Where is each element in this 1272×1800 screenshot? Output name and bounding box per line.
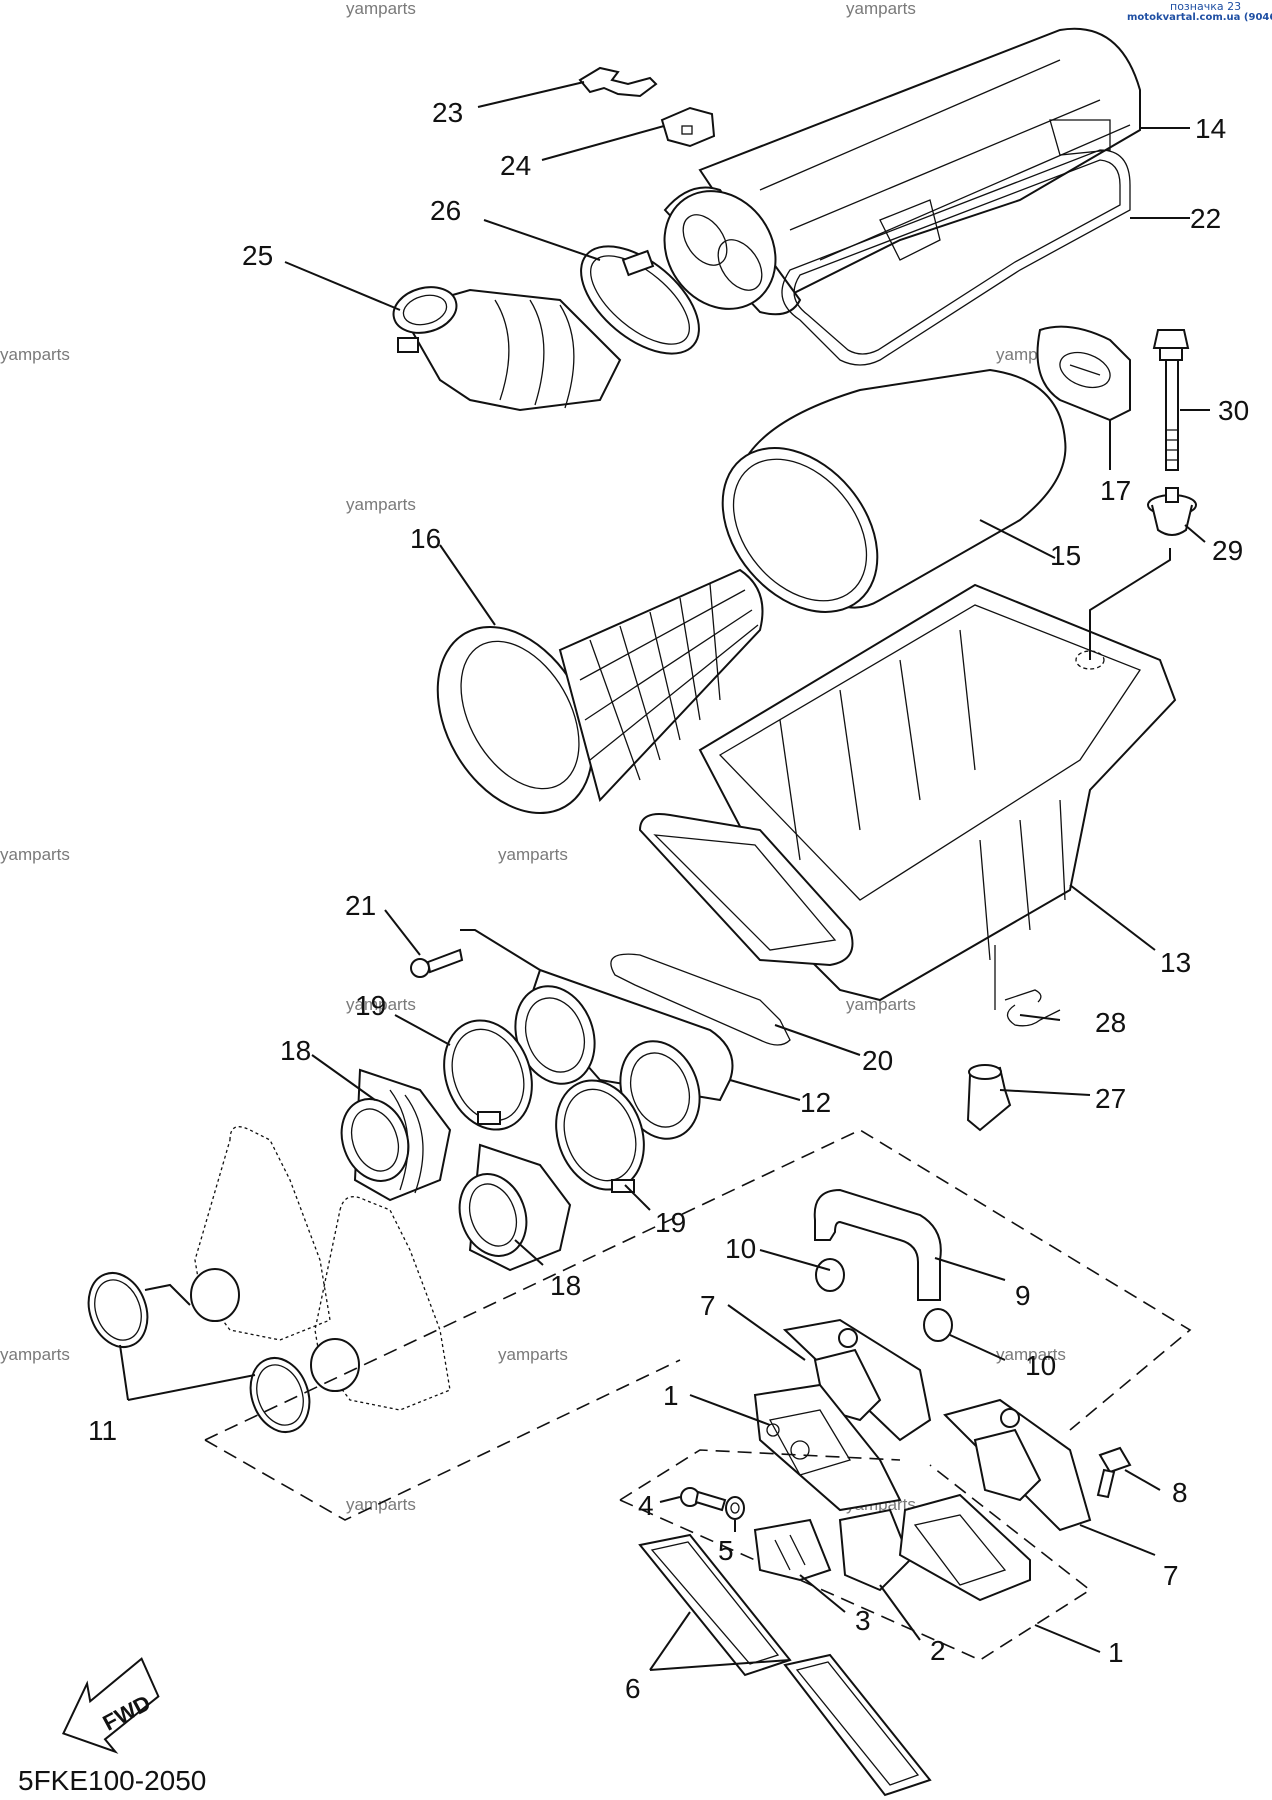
part-14-cover [663, 27, 1141, 316]
callout-10: 10 [725, 1233, 756, 1264]
part-8-screw [1096, 1446, 1132, 1499]
callout-5: 5 [718, 1535, 734, 1566]
part-7-housing-left [782, 1318, 932, 1442]
leader-11-to-carb [144, 1283, 191, 1306]
part-19-clamp-upper [443, 1019, 533, 1131]
part-1-reed-lower [898, 1493, 1031, 1602]
part-5-washer [725, 1496, 745, 1520]
part-11-clamps [87, 1272, 311, 1433]
reed-assembly-boundary [619, 1449, 1092, 1661]
callout-3: 3 [855, 1605, 871, 1636]
callout-22: 22 [1190, 203, 1221, 234]
part-6-gaskets [638, 1533, 932, 1797]
part-24-plate [660, 106, 716, 148]
part-30-bolt [1152, 329, 1190, 471]
watermark: yamparts [0, 345, 70, 364]
watermark: yamparts [346, 495, 416, 514]
watermark: yamparts [346, 995, 416, 1014]
callout-20: 20 [862, 1045, 893, 1076]
callout-15: 15 [1050, 540, 1081, 571]
callout-7: 7 [700, 1290, 716, 1321]
callout-13: 13 [1160, 947, 1191, 978]
leader-lines [119, 81, 1210, 1671]
part-1-reed-upper [753, 1383, 902, 1512]
diagram-code: 5FKE100-2050 [18, 1765, 206, 1796]
callout-4: 4 [638, 1490, 654, 1521]
callout-18-lower: 18 [550, 1270, 581, 1301]
part-9-hose [813, 1188, 942, 1301]
part-13-case [638, 583, 1177, 1002]
part-29-grommet [1147, 487, 1197, 536]
callout-29: 29 [1212, 535, 1243, 566]
callout-1-lower: 1 [1108, 1637, 1124, 1668]
part-22-gasket [781, 149, 1131, 366]
callouts: 23 24 26 25 14 22 30 17 29 16 15 21 13 1… [88, 97, 1249, 1704]
callout-16: 16 [410, 523, 441, 554]
part-3-stopper [753, 1518, 832, 1582]
callout-8: 8 [1172, 1477, 1188, 1508]
part-7-housing-right [943, 1398, 1092, 1532]
callout-19: 19 [355, 990, 386, 1021]
watermark: yamparts [0, 1345, 70, 1364]
watermark: yamparts [498, 845, 568, 864]
part-17-seal [1036, 325, 1131, 422]
watermark: yamparts [846, 0, 916, 18]
callout-25: 25 [242, 240, 273, 271]
callout-14: 14 [1195, 113, 1226, 144]
part-19-clamp-lower [555, 1079, 645, 1193]
part-23-clip [578, 66, 658, 98]
part-18-joint-lower [458, 1143, 572, 1272]
fwd-arrow: FWD [61, 1657, 160, 1754]
callout-23: 23 [432, 97, 463, 128]
part-27-grommet [966, 1064, 1012, 1132]
header-source: motokvartal.com.ua (904651831200) [1127, 12, 1272, 23]
callout-9: 9 [1015, 1280, 1031, 1311]
callout-19-lower: 19 [655, 1207, 686, 1238]
watermark: yamparts [346, 1495, 416, 1514]
callout-26: 26 [430, 195, 461, 226]
part-4-screw [680, 1487, 727, 1512]
callout-10-lower: 10 [1025, 1350, 1056, 1381]
part-24-slot [681, 125, 693, 135]
part-18-joint-upper [340, 1068, 452, 1202]
callout-27: 27 [1095, 1083, 1126, 1114]
part-12-joint [514, 968, 734, 1140]
watermark: yamparts [846, 995, 916, 1014]
part-21-screw [410, 948, 464, 978]
callout-21: 21 [345, 890, 376, 921]
carburetor-outline [190, 1126, 451, 1411]
callout-7-lower: 7 [1163, 1560, 1179, 1591]
callout-30: 30 [1218, 395, 1249, 426]
part-2-reed [838, 1508, 912, 1592]
part-20-gasket [610, 953, 791, 1046]
watermark: yamparts [346, 0, 416, 18]
watermark: yamparts [996, 1345, 1066, 1364]
part-15-foam [721, 368, 1067, 613]
callout-2: 2 [930, 1635, 946, 1666]
callout-11: 11 [88, 1415, 117, 1446]
callout-12: 12 [800, 1087, 831, 1118]
part-22-gasket-inner [793, 159, 1121, 355]
header-title: позначка 23 [1170, 0, 1241, 13]
part-16-filter [436, 568, 764, 815]
assembly-boundary [204, 1129, 1192, 1521]
part-25-joint [392, 286, 622, 412]
part-28-clip [1004, 989, 1061, 1027]
callout-1: 1 [663, 1380, 679, 1411]
callout-17: 17 [1100, 475, 1131, 506]
watermark: yamparts [0, 845, 70, 864]
watermark: yamparts [498, 1345, 568, 1364]
leader-29-to-case [1089, 548, 1171, 660]
callout-6: 6 [625, 1673, 641, 1704]
callout-28: 28 [1095, 1007, 1126, 1038]
callout-18: 18 [280, 1035, 311, 1066]
callout-24: 24 [500, 150, 531, 181]
